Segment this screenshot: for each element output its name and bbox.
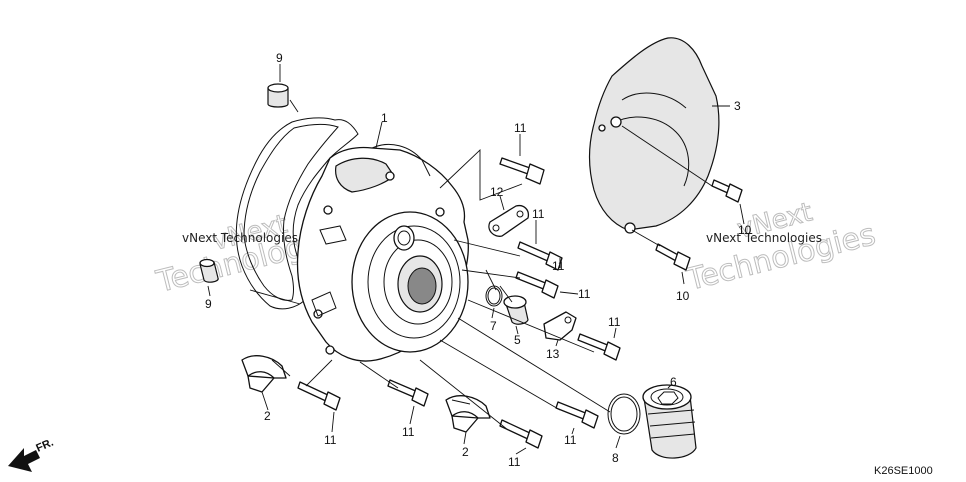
callout-2-mid: 2 xyxy=(462,445,469,459)
callout-10-top: 10 xyxy=(738,223,752,237)
timing-hole-plug xyxy=(642,384,697,459)
watermark-vnext-right: vNext Technologies xyxy=(706,231,822,245)
bolt-11-mid-1 xyxy=(517,241,563,271)
callout-11-d: 11 xyxy=(608,315,621,329)
sprocket-cover xyxy=(588,37,720,234)
dowel-pin-top xyxy=(267,83,289,108)
bolt-10-bottom xyxy=(655,243,691,271)
callout-9-top: 9 xyxy=(276,51,283,65)
left-crankcase-cover xyxy=(296,144,469,362)
callout-11-a: 11 xyxy=(514,121,527,135)
callout-8: 8 xyxy=(612,451,619,465)
bolt-11-top xyxy=(499,157,545,185)
callout-12: 12 xyxy=(490,185,504,199)
callout-3: 3 xyxy=(734,99,741,113)
callout-13: 13 xyxy=(546,347,560,361)
cover-gasket-inner xyxy=(243,124,339,301)
bolt-11-bottom-4 xyxy=(555,401,599,429)
dowel-pin-left xyxy=(199,258,219,283)
callout-6: 6 xyxy=(670,375,677,389)
callout-11-i: 11 xyxy=(552,259,565,273)
wire-clamp-bottom-mid xyxy=(445,395,491,433)
callout-11-f: 11 xyxy=(402,425,415,439)
front-direction-arrow: FR. xyxy=(8,437,55,472)
bolt-11-right xyxy=(577,333,621,361)
o-ring-large xyxy=(607,393,641,435)
watermark-vnext-left: vNext Technologies xyxy=(182,231,298,245)
callout-10-bottom: 10 xyxy=(676,289,690,303)
setting-plate xyxy=(488,204,530,237)
diagram-code: K26SE1000 xyxy=(874,465,933,477)
callout-11-c: 11 xyxy=(578,287,591,301)
wire-clamp-bottom-left xyxy=(241,355,287,393)
bolt-10-top xyxy=(711,179,743,203)
bolt-11-bottom-2 xyxy=(387,379,429,407)
hole-cap xyxy=(503,295,529,325)
bolt-11-bottom-3 xyxy=(499,419,543,449)
bolt-11-mid-2 xyxy=(515,271,559,299)
callout-1: 1 xyxy=(381,111,388,125)
direction-label: FR. xyxy=(34,437,55,455)
callout-9-left: 9 xyxy=(205,297,212,311)
wire-clamp xyxy=(543,311,577,341)
callout-11-e: 11 xyxy=(324,433,337,447)
callout-2-left: 2 xyxy=(264,409,271,423)
callout-11-b: 11 xyxy=(532,207,545,221)
callout-7: 7 xyxy=(490,319,497,333)
callout-5: 5 xyxy=(514,333,521,347)
callout-11-g: 11 xyxy=(564,433,577,447)
bolt-11-bottom-1 xyxy=(297,381,341,411)
callout-11-h: 11 xyxy=(508,455,521,469)
